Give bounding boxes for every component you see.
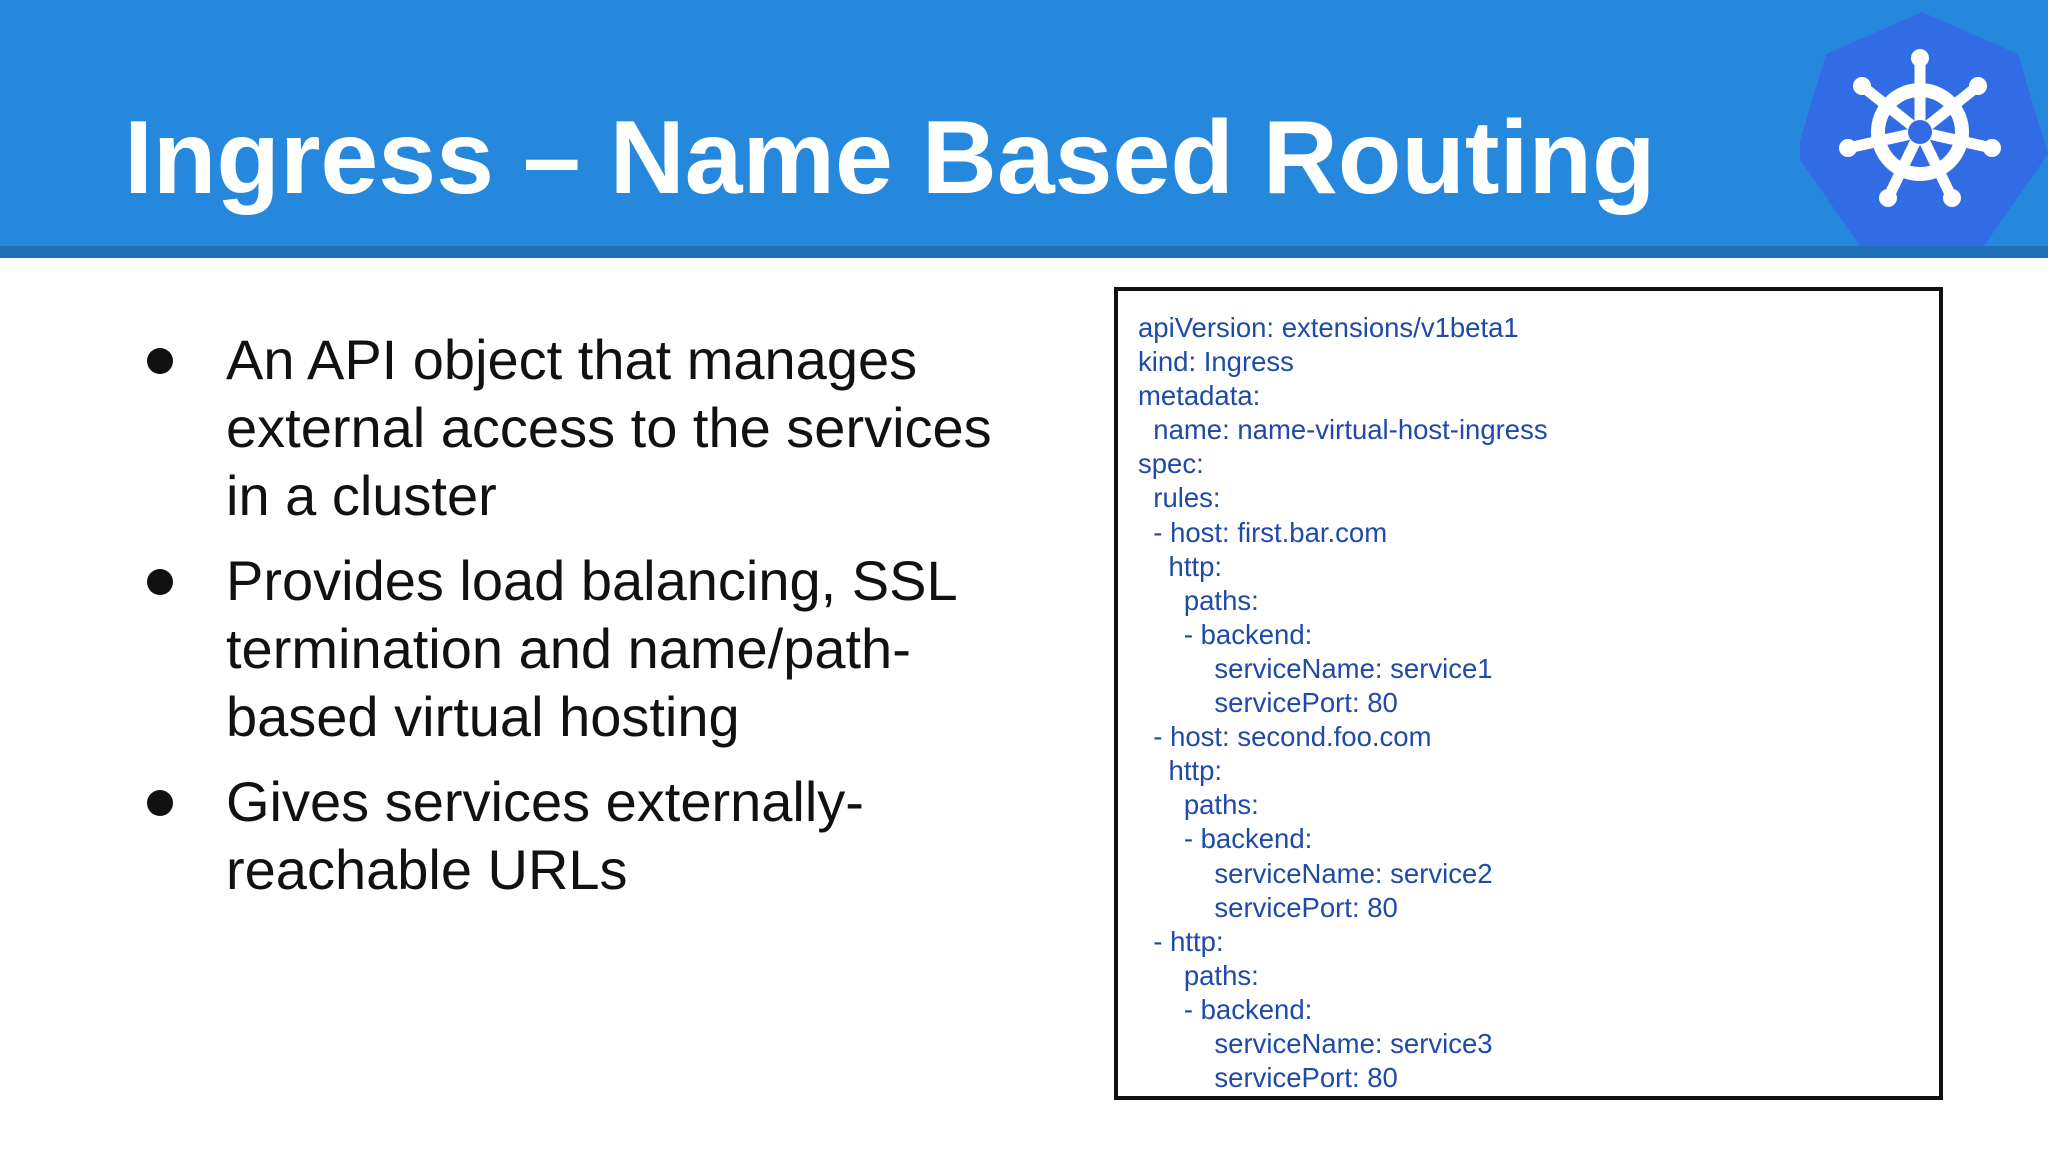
bullet-line: Provides load balancing, SSL <box>226 549 958 612</box>
code-line: http: <box>1138 755 1223 787</box>
bullet-item: An API object that manages external acce… <box>140 326 1020 530</box>
code-line: - http: <box>1138 925 1224 957</box>
code-line: servicePort: 80 <box>1138 1062 1398 1094</box>
bullet-dot-icon <box>147 348 173 374</box>
code-line: rules: <box>1138 482 1221 514</box>
code-line: serviceName: service2 <box>1138 857 1493 889</box>
bullet-item: Gives services externally- reachable URL… <box>140 768 1020 904</box>
kubernetes-helm-wheel-icon <box>1800 12 2048 246</box>
code-line: - backend: <box>1138 823 1313 855</box>
code-line: name: name-virtual-host-ingress <box>1138 414 1548 446</box>
code-line: metadata: <box>1138 380 1261 412</box>
code-line: - host: second.foo.com <box>1138 721 1432 753</box>
bullet-line: An API object that manages <box>226 328 918 391</box>
code-line: - host: first.bar.com <box>1138 516 1388 548</box>
code-line: paths: <box>1138 959 1259 991</box>
bullet-line: external access to the services <box>226 396 992 459</box>
code-line: servicePort: 80 <box>1138 687 1398 719</box>
bullet-line: based virtual hosting <box>226 685 740 748</box>
bullet-item: Provides load balancing, SSL termination… <box>140 547 1020 751</box>
code-line: servicePort: 80 <box>1138 891 1398 923</box>
code-line: - backend: <box>1138 618 1313 650</box>
code-line: serviceName: service3 <box>1138 1027 1493 1059</box>
bullet-dot-icon <box>147 569 173 595</box>
bullet-dot-icon <box>147 790 173 816</box>
code-line: - backend: <box>1138 993 1313 1025</box>
code-line: spec: <box>1138 448 1204 480</box>
code-line: apiVersion: extensions/v1beta1 <box>1138 312 1519 343</box>
bullet-line: termination and name/path- <box>226 617 911 680</box>
code-line: paths: <box>1138 789 1259 821</box>
code-line: kind: Ingress <box>1138 346 1294 378</box>
code-line: http: <box>1138 550 1223 582</box>
bullet-line: in a cluster <box>226 464 497 527</box>
code-line: paths: <box>1138 584 1259 616</box>
slide-header <box>0 0 2048 246</box>
bullet-list: An API object that manages external acce… <box>140 326 1020 921</box>
slide-title: Ingress – Name Based Routing <box>124 100 1656 216</box>
header-divider <box>0 246 2048 258</box>
code-line: serviceName: service1 <box>1138 652 1493 684</box>
bullet-line: Gives services externally- <box>226 770 864 833</box>
yaml-code-box: apiVersion: extensions/v1beta1 kind: Ing… <box>1114 287 1943 1100</box>
yaml-code-block: apiVersion: extensions/v1beta1 kind: Ing… <box>1138 311 1548 1095</box>
bullet-line: reachable URLs <box>226 838 628 901</box>
